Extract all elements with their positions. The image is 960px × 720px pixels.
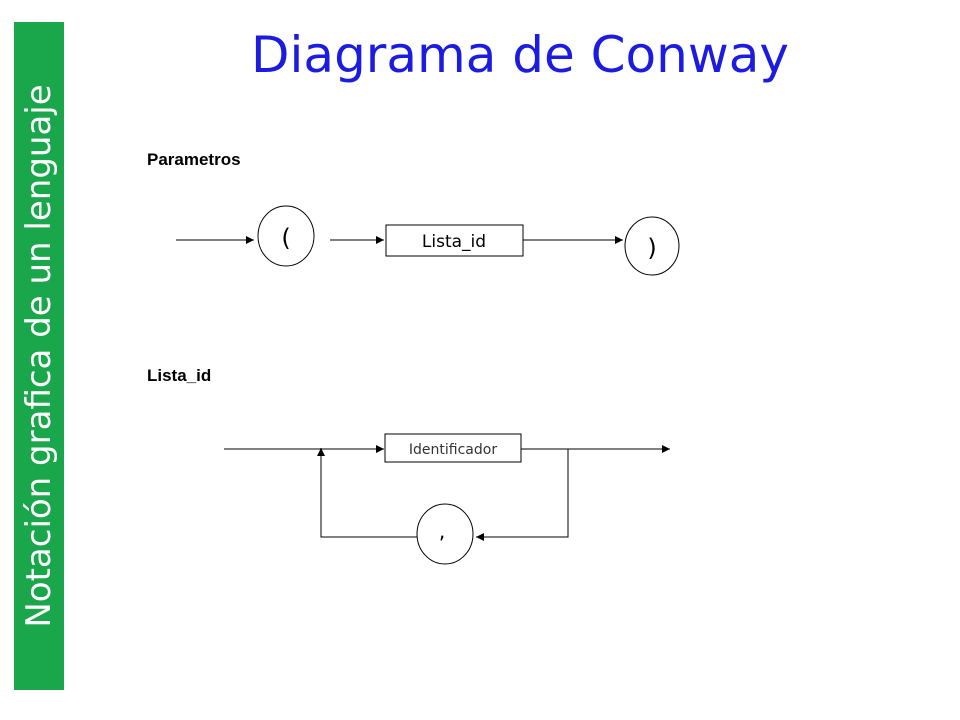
close-paren-node (624, 216, 680, 276)
slide-title: Diagrama de Conway (251, 26, 789, 84)
open-paren-symbol: ( (281, 224, 290, 252)
lista-id-diagram: Identificador , (224, 433, 670, 565)
parametros-diagram: ( Lista_id ) (176, 205, 680, 276)
comma-node (416, 503, 474, 565)
close-paren-symbol: ) (647, 234, 656, 262)
lista-id-label: Lista_id (147, 366, 212, 385)
parametros-label: Parametros (147, 150, 241, 169)
loop-return-arrow (317, 448, 417, 538)
side-bar: Notación grafica de un lenguaje (14, 22, 64, 690)
lista-id-box-label: Lista_id (422, 232, 486, 252)
open-paren-node (257, 205, 315, 267)
identificador-box (384, 433, 522, 463)
loop-back-arrow (476, 449, 569, 541)
comma-symbol: , (439, 519, 445, 543)
identificador-box-label: Identificador (409, 442, 497, 458)
lista-id-box (385, 224, 524, 257)
